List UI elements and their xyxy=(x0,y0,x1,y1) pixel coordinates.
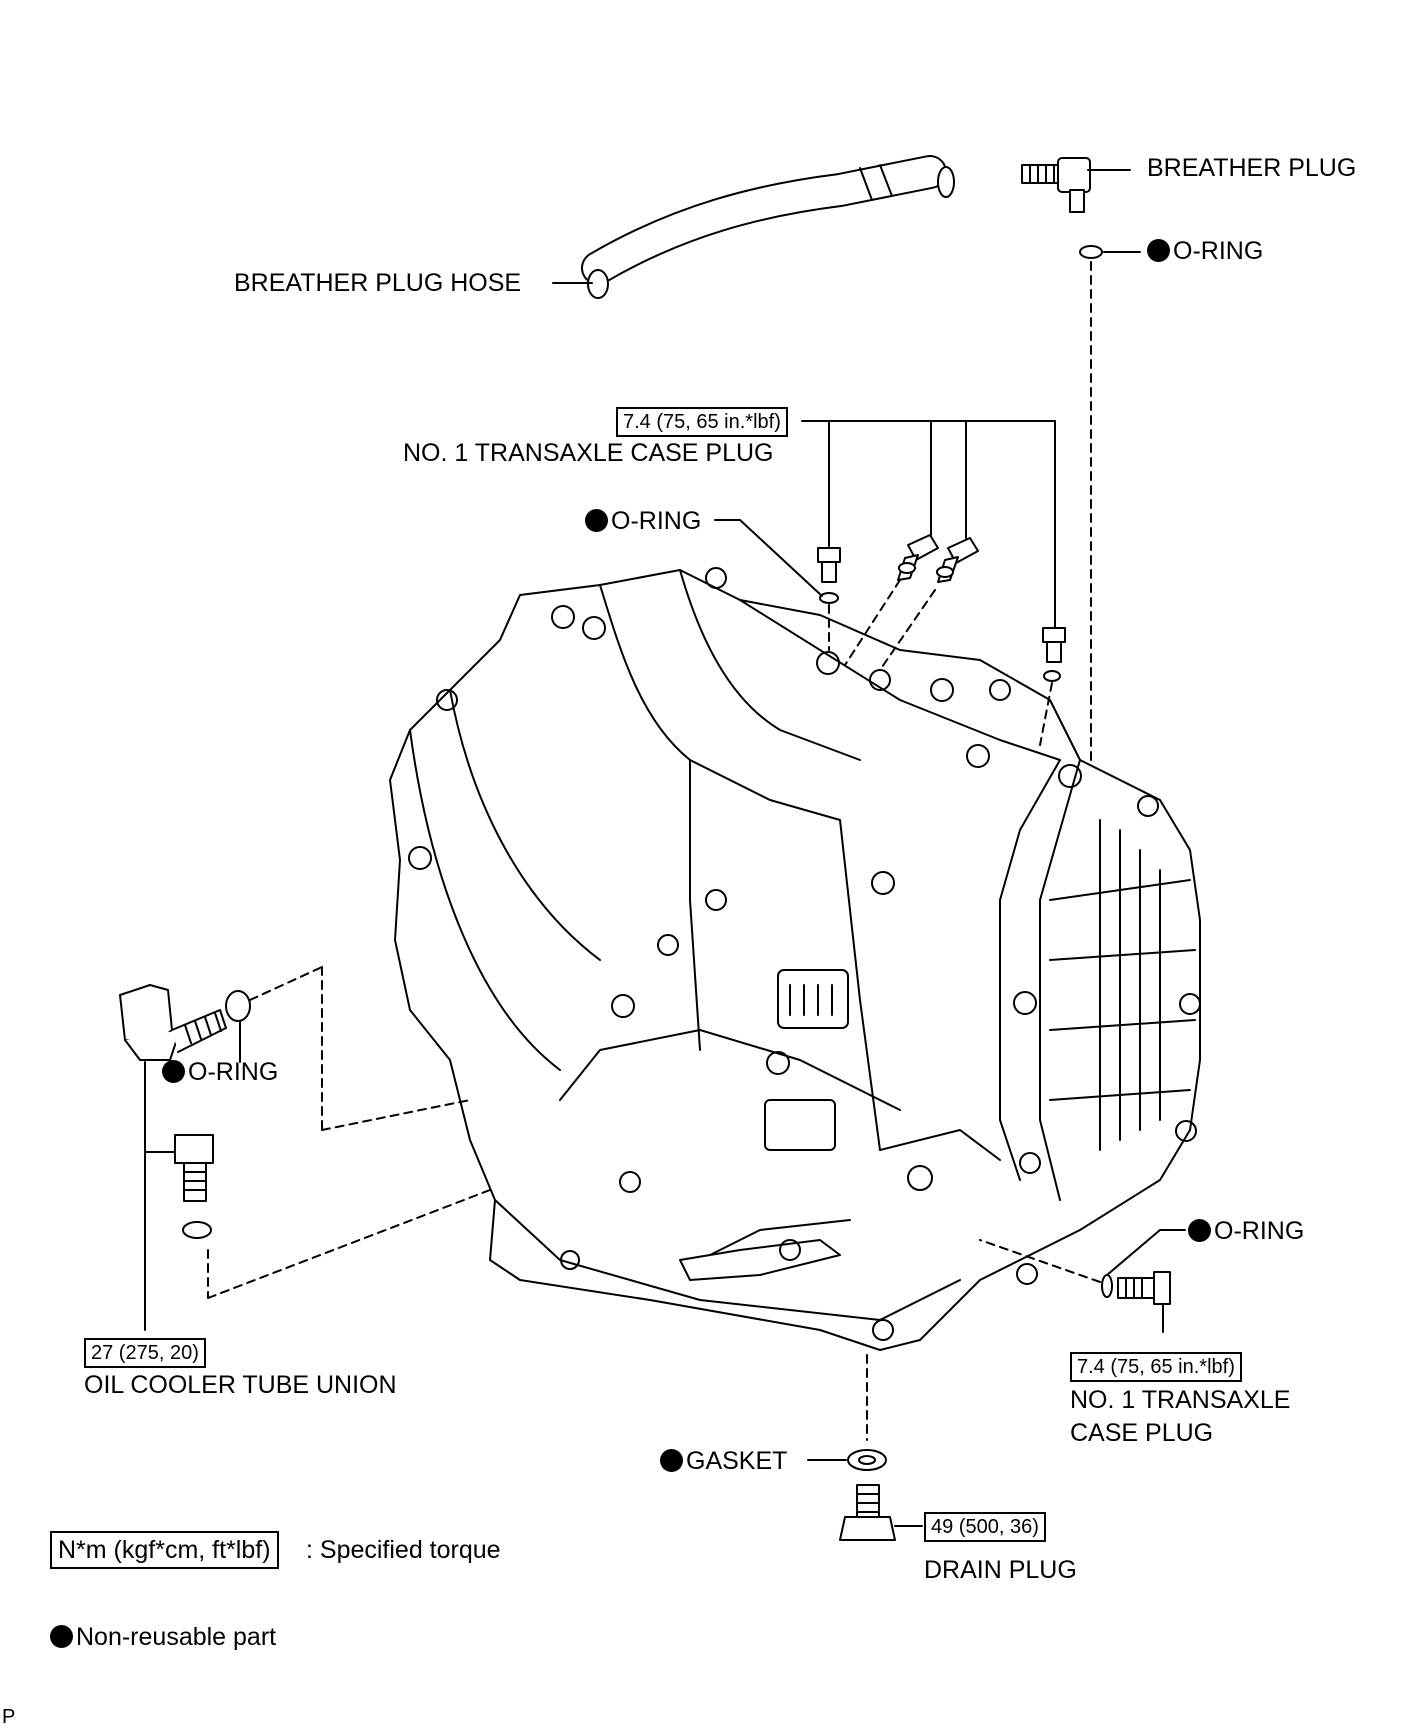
oil-cooler-union-drawing xyxy=(119,966,491,1331)
breather-plug-hose-label: BREATHER PLUG HOSE xyxy=(234,269,522,297)
right-case-plug-drawing xyxy=(979,1229,1186,1333)
o-ring-right-label: O-RING xyxy=(1188,1216,1304,1246)
case-plug-top-label: NO. 1 TRANSAXLE CASE PLUG xyxy=(403,439,774,467)
case-plug-top-torque: 7.4 (75, 65 in.*lbf) xyxy=(616,407,788,437)
non-reusable-dot-icon xyxy=(1188,1219,1211,1242)
drain-plug-drawing xyxy=(807,1354,923,1541)
case-plug-right-label-line1: NO. 1 TRANSAXLE xyxy=(1070,1386,1291,1414)
gasket-label: GASKET xyxy=(660,1446,787,1476)
legend-torque-desc: : Specified torque xyxy=(306,1536,501,1564)
breather-plug-drawing xyxy=(1021,157,1141,791)
transaxle-housing-drawing xyxy=(389,567,1201,1351)
breather-plug-label: BREATHER PLUG xyxy=(1147,154,1357,182)
non-reusable-dot-icon xyxy=(162,1060,185,1083)
legend-non-reusable: Non-reusable part xyxy=(50,1622,276,1652)
non-reusable-dot-icon xyxy=(1147,239,1170,262)
non-reusable-dot-icon xyxy=(50,1625,73,1648)
case-plug-right-label-line2: CASE PLUG xyxy=(1070,1419,1214,1447)
o-ring-top-label: O-RING xyxy=(1147,236,1263,266)
oil-cooler-torque: 27 (275, 20) xyxy=(84,1338,206,1368)
o-ring-mid-label: O-RING xyxy=(585,506,701,536)
case-plug-right-torque: 7.4 (75, 65 in.*lbf) xyxy=(1070,1352,1242,1382)
top-case-plugs-drawing xyxy=(714,420,1066,746)
drain-plug-label: DRAIN PLUG xyxy=(924,1556,1077,1584)
non-reusable-dot-icon xyxy=(585,509,608,532)
non-reusable-dot-icon xyxy=(660,1449,683,1472)
oil-cooler-tube-union-label: OIL COOLER TUBE UNION xyxy=(84,1371,397,1399)
breather-plug-hose-drawing xyxy=(552,155,955,299)
legend-torque-box: N*m (kgf*cm, ft*lbf) xyxy=(50,1531,279,1569)
drain-plug-torque: 49 (500, 36) xyxy=(924,1512,1046,1542)
corner-mark: P xyxy=(2,1706,16,1728)
o-ring-left-label: O-RING xyxy=(162,1057,278,1087)
